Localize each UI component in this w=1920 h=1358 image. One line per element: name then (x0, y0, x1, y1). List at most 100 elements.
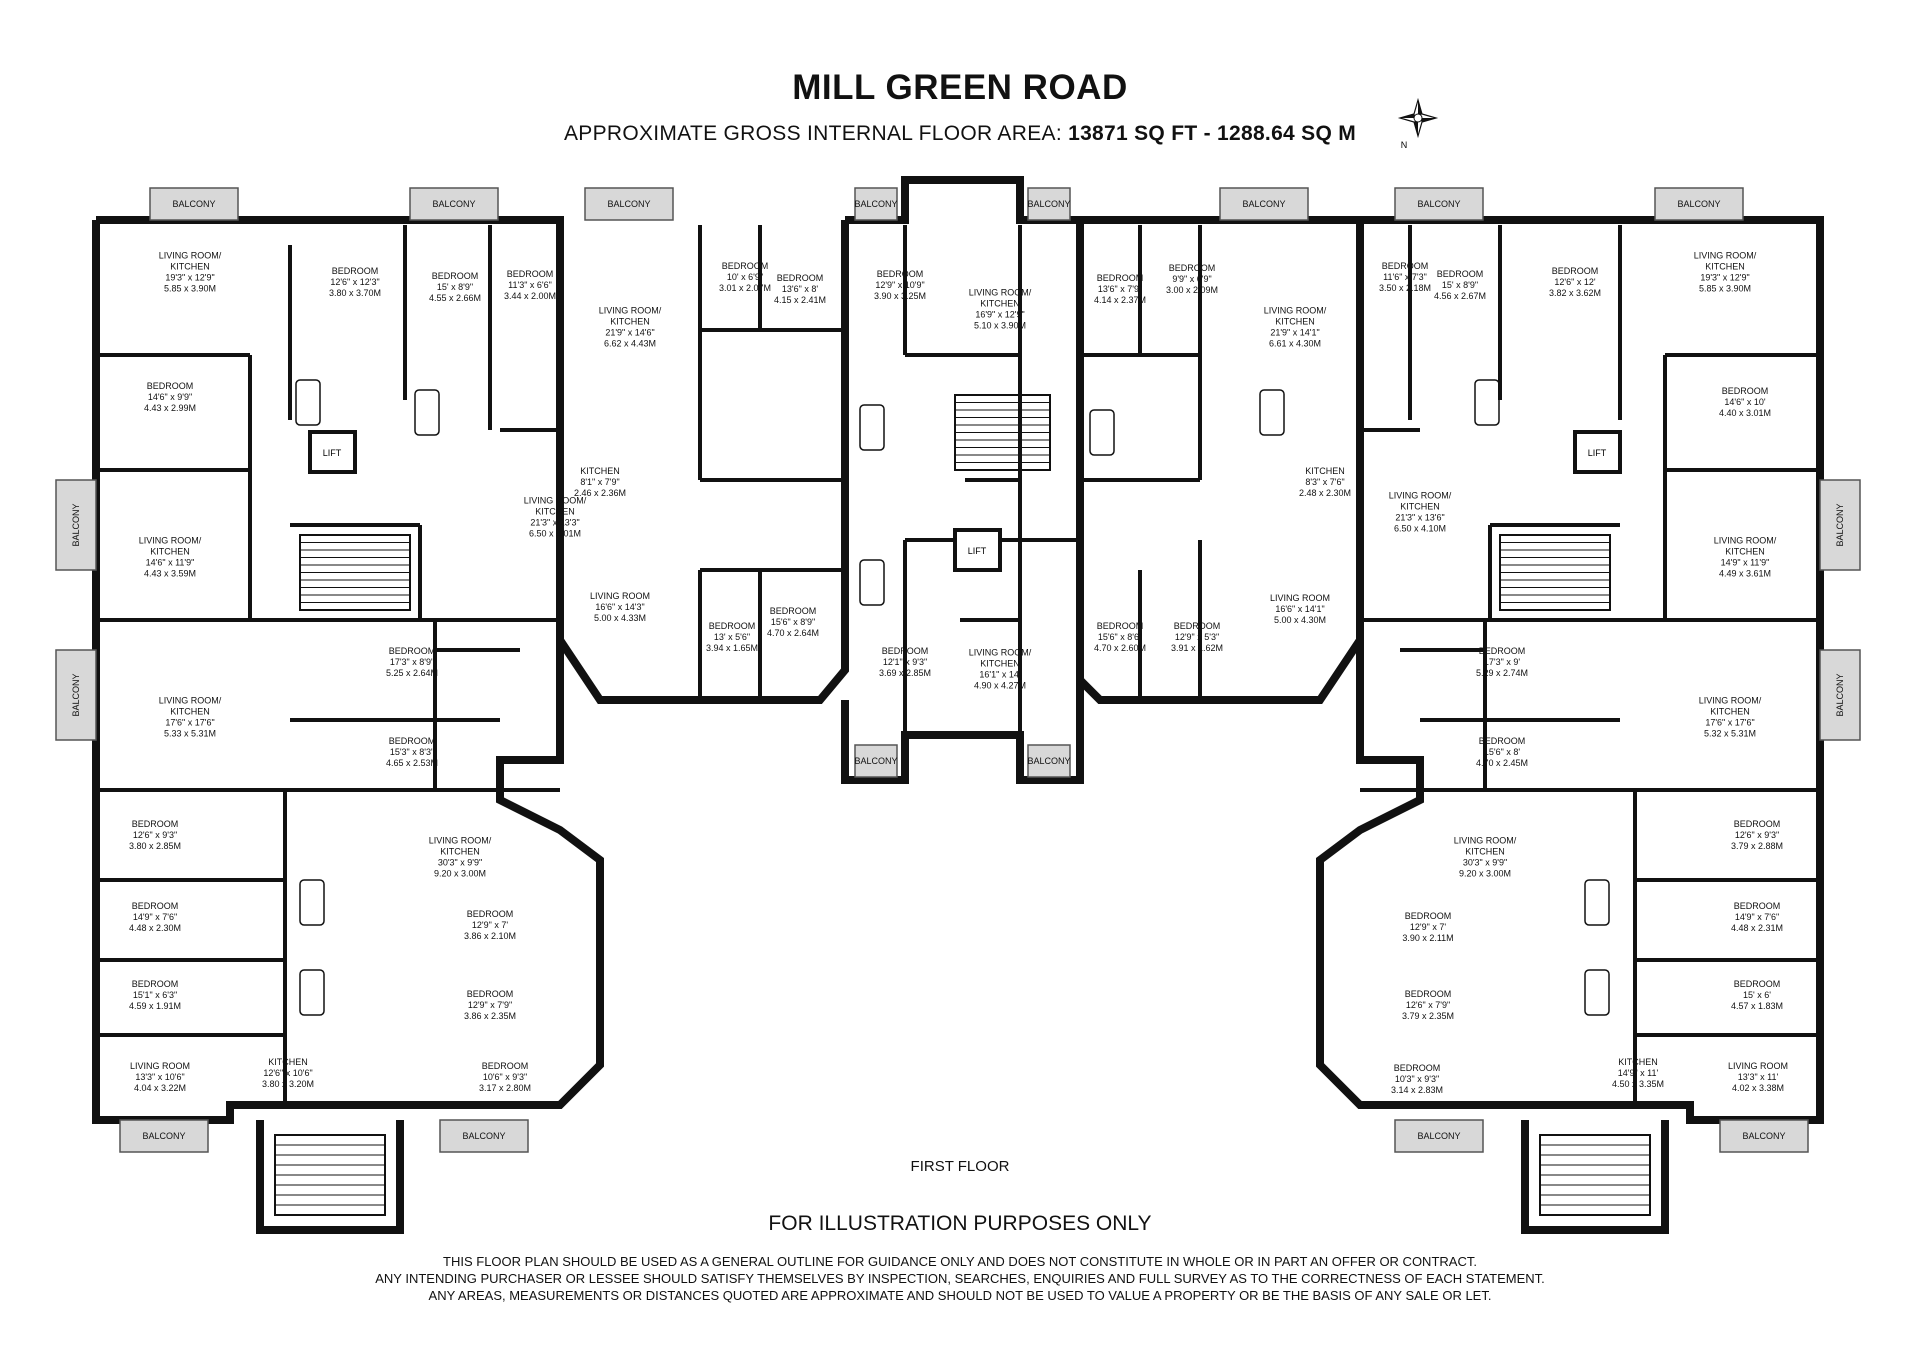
room-name: BEDROOM (1734, 819, 1781, 829)
balcony: BALCONY (854, 744, 898, 778)
room-dimension: 17'3" x 9' (1484, 657, 1520, 667)
room-dimension: 4.40 x 3.01M (1719, 408, 1771, 418)
room-dimension: 3.80 x 3.70M (329, 288, 381, 298)
room-dimension: 15' x 8'9" (1442, 280, 1478, 290)
room-dimension: KITCHEN (1275, 317, 1315, 327)
balcony: BALCONY (1027, 187, 1071, 221)
balcony-label: BALCONY (854, 199, 897, 209)
floor-area-value: 13871 SQ FT - 1288.64 SQ M (1068, 122, 1357, 145)
room-dimension: 2.48 x 2.30M (1299, 488, 1351, 498)
room-dimension: 5.33 x 5.31M (164, 729, 216, 739)
balcony-label: BALCONY (1835, 673, 1845, 716)
balcony: BALCONY (1719, 1119, 1809, 1153)
room-dimension: 9.20 x 3.00M (434, 869, 486, 879)
room-dimension: 16'6" x 14'1" (1275, 604, 1324, 614)
lift-icon: LIFT (953, 528, 1002, 572)
room-dimension: 3.90 x 3.25M (874, 291, 926, 301)
balcony-label: BALCONY (1677, 199, 1720, 209)
room-name: KITCHEN (268, 1057, 308, 1067)
room-dimension: 10' x 6'9" (727, 272, 763, 282)
room-name: LIVING ROOM/ (429, 836, 492, 846)
room-dimension: 16'6" x 14'3" (595, 602, 644, 612)
room-name: LIVING ROOM/ (969, 288, 1032, 298)
room-dimension: 12'6" x 12' (1554, 277, 1595, 287)
room-dimension: 16'9" x 12'9" (975, 310, 1024, 320)
room-name: LIVING ROOM/ (1714, 536, 1777, 546)
balcony-label: BALCONY (432, 199, 475, 209)
balcony: BALCONY (1027, 744, 1071, 778)
room-dimension: KITCHEN (1705, 262, 1745, 272)
outer-wall (256, 1120, 404, 1234)
room-dimension: 3.86 x 2.35M (464, 1011, 516, 1021)
room-dimension: 13'6" x 8' (782, 284, 818, 294)
outer-wall (96, 216, 849, 704)
illustration-note: FOR ILLUSTRATION PURPOSES ONLY (768, 1212, 1152, 1235)
room-dimension: KITCHEN (980, 659, 1020, 669)
room-name: BEDROOM (877, 269, 924, 279)
room-dimension: 4.48 x 2.31M (1731, 923, 1783, 933)
balcony-label: BALCONY (1027, 756, 1070, 766)
lift-label: LIFT (323, 448, 342, 458)
room-dimension: KITCHEN (1725, 547, 1765, 557)
room-name: BEDROOM (132, 979, 179, 989)
room-name: BEDROOM (1405, 911, 1452, 921)
room-name: BEDROOM (1405, 989, 1452, 999)
room-name: BEDROOM (1174, 621, 1221, 631)
staircase-icon (1539, 1134, 1651, 1216)
room-name: LIVING ROOM/ (969, 648, 1032, 658)
room-name: BEDROOM (467, 909, 514, 919)
room-name: LIVING ROOM/ (1389, 491, 1452, 501)
room-dimension: 4.15 x 2.41M (774, 295, 826, 305)
room-dimension: 12'6" x 10'6" (263, 1068, 312, 1078)
room-name: BEDROOM (332, 266, 379, 276)
room-dimension: 4.70 x 2.64M (767, 628, 819, 638)
room-dimension: 4.59 x 1.91M (129, 1001, 181, 1011)
room-dimension: 13'3" x 10'6" (135, 1072, 184, 1082)
room-dimension: KITCHEN (150, 547, 190, 557)
room-dimension: 12'1" x 9'3" (883, 657, 927, 667)
room-dimension: 9.20 x 3.00M (1459, 869, 1511, 879)
room-dimension: 17'3" x 8'9" (390, 657, 434, 667)
room-dimension: KITCHEN (170, 262, 210, 272)
lift-icon: LIFT (1573, 430, 1622, 474)
room-name: BEDROOM (1722, 386, 1769, 396)
balcony-label: BALCONY (1417, 199, 1460, 209)
room-dimension: 14'6" x 10' (1724, 397, 1765, 407)
room-dimension: 11'3" x 6'6" (508, 280, 552, 290)
lift-label: LIFT (1588, 448, 1607, 458)
room-dimension: 4.90 x 4.27M (974, 681, 1026, 691)
room-dimension: KITCHEN (1465, 847, 1505, 857)
room-name: BEDROOM (1097, 273, 1144, 283)
room-name: KITCHEN (580, 466, 620, 476)
room-name: BEDROOM (1552, 266, 1599, 276)
balcony: BALCONY (55, 649, 97, 741)
room-name: LIVING ROOM (130, 1061, 190, 1071)
room-dimension: 13'6" x 7'9" (1098, 284, 1142, 294)
bathtub-icon (299, 879, 325, 926)
bathtub-icon (1089, 409, 1115, 456)
room-dimension: 15' x 6' (1743, 990, 1771, 1000)
room-name: LIVING ROOM/ (159, 251, 222, 261)
room-dimension: 5.00 x 4.30M (1274, 615, 1326, 625)
room-dimension: 12'6" x 7'9" (1406, 1000, 1450, 1010)
balcony: BALCONY (854, 187, 898, 221)
bathtub-icon (295, 379, 321, 426)
